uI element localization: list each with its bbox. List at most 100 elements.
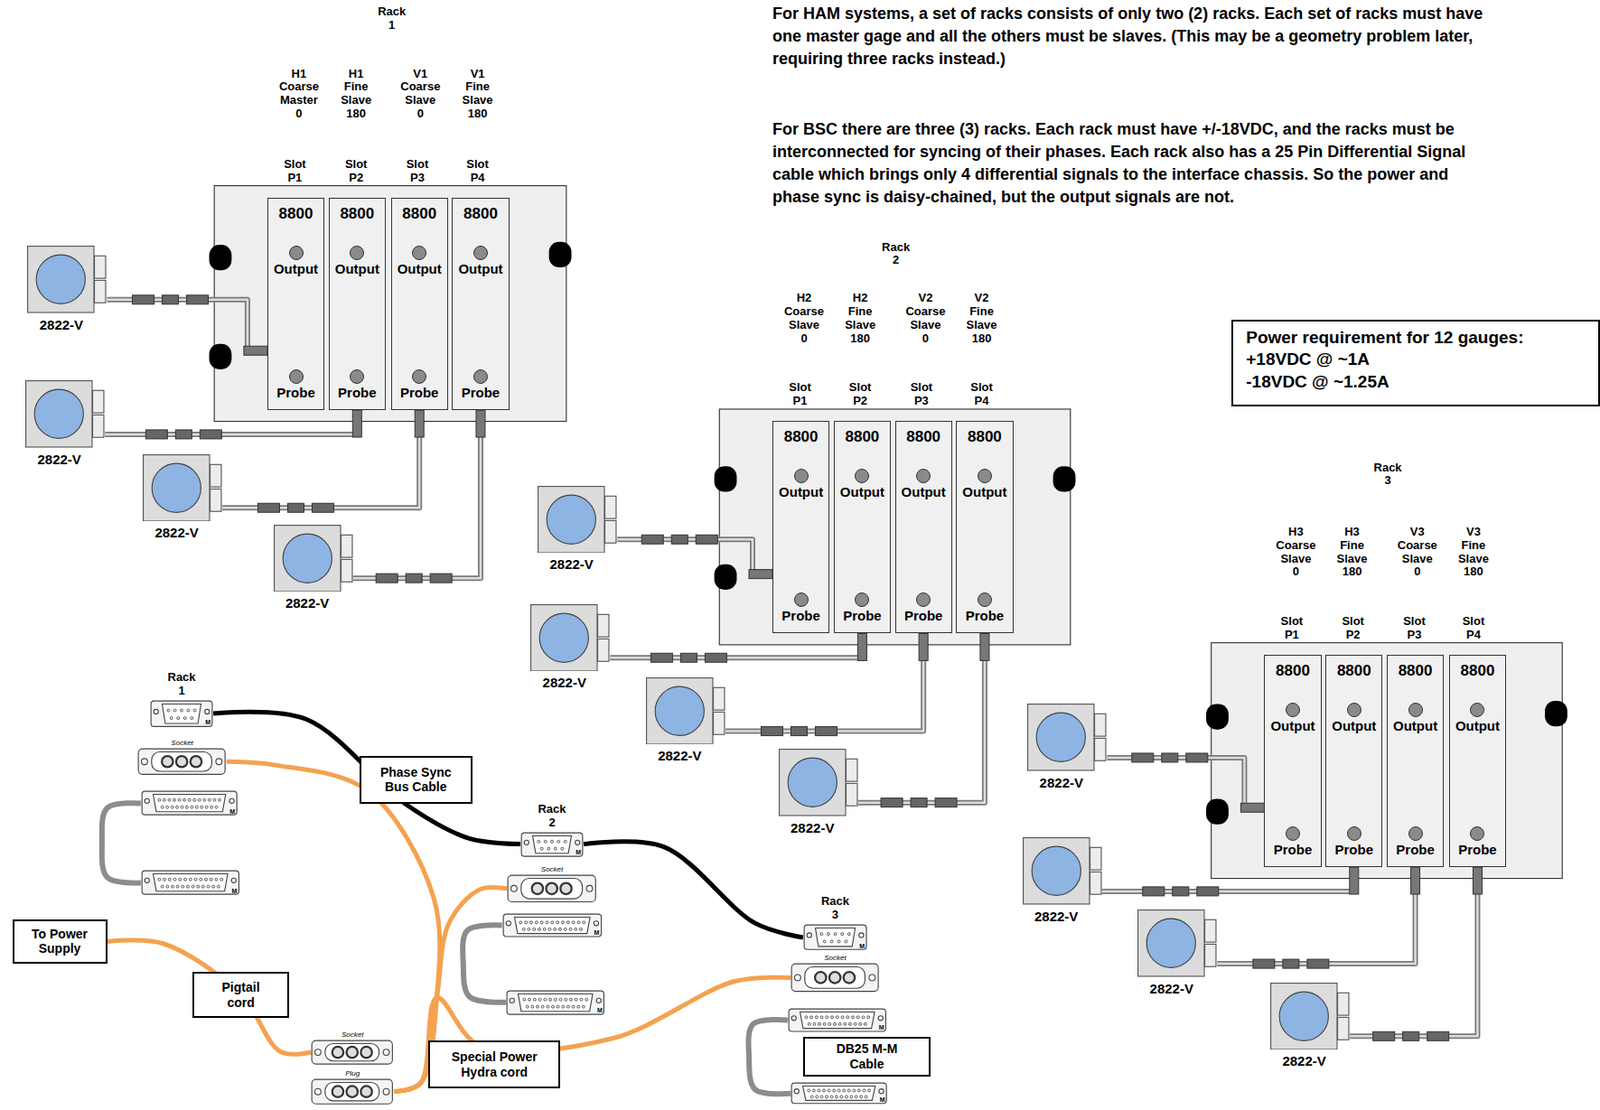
pin-hole [817,1022,821,1026]
gauge-face [1279,991,1329,1041]
cable-connector [650,653,673,663]
note-text: For HAM systems, a set of racks consists… [772,2,1487,71]
gauge-body [28,246,94,313]
jack-label: Output [956,485,1012,501]
shape-outline [142,454,223,523]
shape-outline [140,870,241,896]
gender-mark: M [597,1007,603,1014]
pin-hole [205,805,208,809]
pin-hole [537,840,541,843]
requirement-text: -18VDC @ ~1.25A [1245,371,1586,394]
jack-label: Output [452,261,508,278]
gauge-body [143,454,210,521]
power-pin [532,883,543,895]
slot-label: Slot P4 [466,158,489,186]
gauge-tab [210,464,222,487]
pin-hole [571,1005,575,1009]
pin-hole [838,1089,842,1093]
connector-type: Socket [506,866,597,874]
pin-hole [827,1089,831,1093]
cable-core [858,633,985,803]
pin-hole [841,1016,844,1020]
channel-header: H1 Fine Slave 180 [340,67,372,122]
pin-hole [552,927,556,931]
cable-connector [1282,959,1300,969]
jack-socket [289,369,304,384]
db25-connector: M [790,1082,888,1105]
screw-hole [596,998,601,1003]
screw-hole [791,1016,796,1021]
cable-connector [704,653,727,663]
gauge-module: 8800OutputProbe [1386,654,1444,868]
gauge-body [531,604,598,671]
jack-label: Output [773,485,829,501]
cable-connector [175,430,192,440]
pin-hole [185,805,188,809]
pin-hole [168,879,171,882]
gauge-tab [712,687,724,711]
model-number: 8800 [1264,663,1320,681]
pin-hole [551,921,554,925]
pin-hole [201,886,205,889]
slot-label: Slot P2 [1341,615,1365,643]
jack-socket [854,592,870,608]
gauge-body [1271,982,1338,1049]
jack-label: Output [392,261,448,278]
db25-cable [102,803,141,883]
gauge-tab [340,559,352,582]
shape-outline [25,380,105,449]
gauge-tab [1089,848,1101,871]
pin-hole [547,847,551,851]
pin-hole [561,847,564,851]
connector-shell [791,1083,887,1105]
probe-plug [918,633,928,661]
slot-label: Slot P3 [910,381,934,409]
pin-hole [540,847,543,851]
cable-connector [145,430,168,440]
gender-mark: M [859,943,865,950]
gauge-tab [1338,1017,1349,1040]
pin-hole [542,927,546,931]
shape-outline [137,748,226,776]
pin-hole [187,709,190,712]
jack-socket [1408,702,1423,718]
channel-header: V2 Coarse Slave 0 [905,291,946,347]
pin-hole [543,840,547,843]
pin-hole [563,840,567,843]
connector-shell [150,701,213,727]
probe-plug [1240,803,1264,813]
cable-connector [287,503,304,513]
connector-face [325,1082,380,1101]
pin-hole [580,998,583,1002]
shape-outline [310,1078,393,1105]
pin-hole [577,921,581,925]
shape-outline [273,524,354,593]
gauge-sensor: 2822-V [645,677,726,746]
slot-label: Slot P3 [1403,615,1426,643]
pin-hole [190,716,194,720]
cable-connector [695,534,718,544]
pin-hole [856,1016,860,1020]
screw-hole [878,1016,883,1021]
jack-label: Output [1450,719,1506,735]
pin-hole [850,1095,853,1099]
connector-face [151,751,213,771]
connector-face [152,874,227,892]
connector-shell [312,1079,393,1105]
rack-chassis [1211,643,1563,880]
model-number: 8800 [1387,663,1443,681]
connector-face [533,835,572,853]
gender-mark: M [879,1096,886,1104]
pin-hole [553,847,557,851]
pin-hole [555,921,559,925]
connector-shell [521,832,583,857]
pin-hole [166,886,169,889]
connector-face [804,967,866,990]
connector-type: Plug [310,1070,393,1078]
power-pin [162,756,174,768]
model-number: 8800 [834,429,890,447]
pin-hole [853,1022,857,1026]
power-pin [361,1085,373,1097]
shape-outline [645,677,726,746]
cable-connector [1197,887,1219,897]
